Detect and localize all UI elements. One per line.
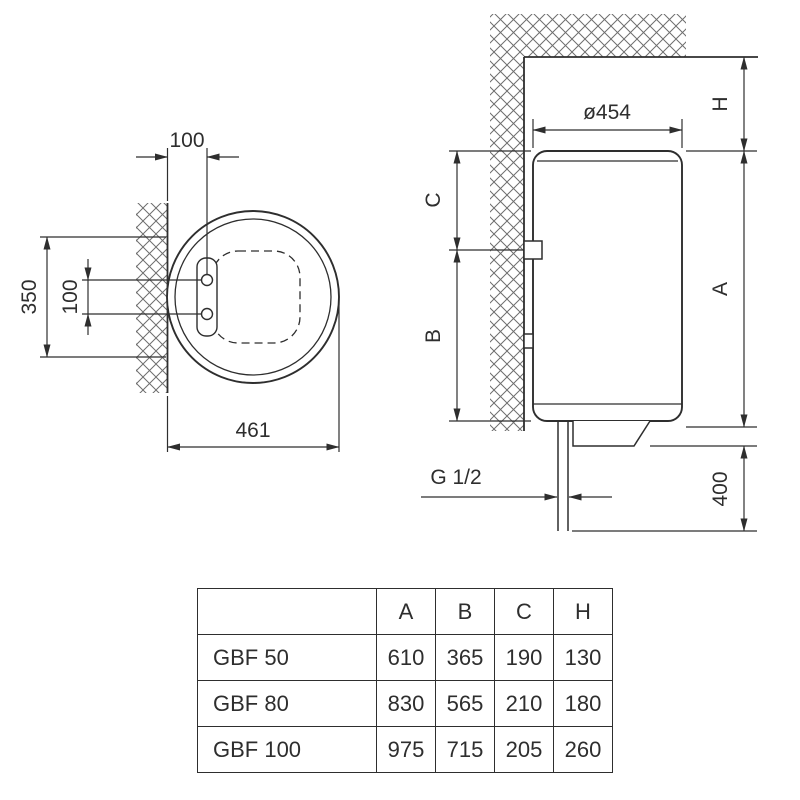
dim-label-pipe-thread: G 1/2 (430, 466, 481, 489)
dim-label-a: A (709, 282, 732, 296)
value-h: 180 (553, 680, 613, 727)
drain-cover (572, 420, 651, 447)
value-a: 975 (376, 726, 436, 773)
spec-table: A B C H GBF 50 610 365 190 130 GBF 80 83… (197, 588, 613, 773)
dim-label-461: 461 (235, 419, 270, 442)
wall-ceiling-hatch (490, 14, 686, 431)
spec-table-header-row: A B C H (197, 588, 613, 635)
spec-header-c: C (494, 588, 554, 635)
upper-wall-bracket (523, 240, 543, 260)
top-view (40, 148, 340, 452)
dim-label-b: B (422, 329, 445, 343)
model-name: GBF 80 (197, 680, 377, 727)
dim-wall-offset (136, 148, 239, 274)
spec-row-gbf-100: GBF 100 975 715 205 260 (197, 726, 613, 773)
spec-header-model (197, 588, 377, 635)
dim-label-350: 350 (18, 279, 41, 314)
value-a: 610 (376, 634, 436, 681)
mounting-hole-bottom (200, 307, 214, 321)
heater-body (532, 150, 683, 422)
value-b: 715 (435, 726, 495, 773)
value-c: 190 (494, 634, 554, 681)
spec-header-a: A (376, 588, 436, 635)
model-name: GBF 50 (197, 634, 377, 681)
tank-inner-circle (174, 218, 332, 376)
dim-label-400: 400 (709, 471, 732, 506)
side-view (421, 14, 758, 532)
dim-label-100-holes: 100 (59, 279, 82, 314)
dim-diameter (532, 119, 683, 148)
value-c: 210 (494, 680, 554, 727)
model-name: GBF 100 (197, 726, 377, 773)
dim-c (449, 150, 531, 251)
value-b: 365 (435, 634, 495, 681)
spec-header-b: B (435, 588, 495, 635)
dim-label-c: C (422, 192, 445, 207)
spec-row-gbf-50: GBF 50 610 365 190 130 (197, 634, 613, 681)
drawing-canvas: 100 350 100 461 (18, 14, 758, 532)
dim-hole-spacing (82, 259, 201, 335)
dim-overall-width (166, 299, 340, 452)
mounting-hole-top (200, 273, 214, 287)
dim-a (686, 150, 757, 428)
value-a: 830 (376, 680, 436, 727)
wall-hatch (136, 203, 167, 393)
dim-pipe-length (572, 445, 757, 532)
spec-row-gbf-80: GBF 80 830 565 210 180 (197, 680, 613, 727)
value-b: 565 (435, 680, 495, 727)
dim-label-diameter: ø454 (583, 101, 631, 124)
tank-outer-circle (166, 210, 340, 384)
dim-b (449, 249, 531, 422)
value-c: 205 (494, 726, 554, 773)
value-h: 260 (553, 726, 613, 773)
dim-bracket-span (40, 236, 166, 358)
value-h: 130 (553, 634, 613, 681)
dim-label-100-top: 100 (169, 129, 204, 152)
lower-wall-bracket (523, 333, 534, 349)
dim-label-h: H (709, 96, 732, 111)
spec-header-h: H (553, 588, 613, 635)
